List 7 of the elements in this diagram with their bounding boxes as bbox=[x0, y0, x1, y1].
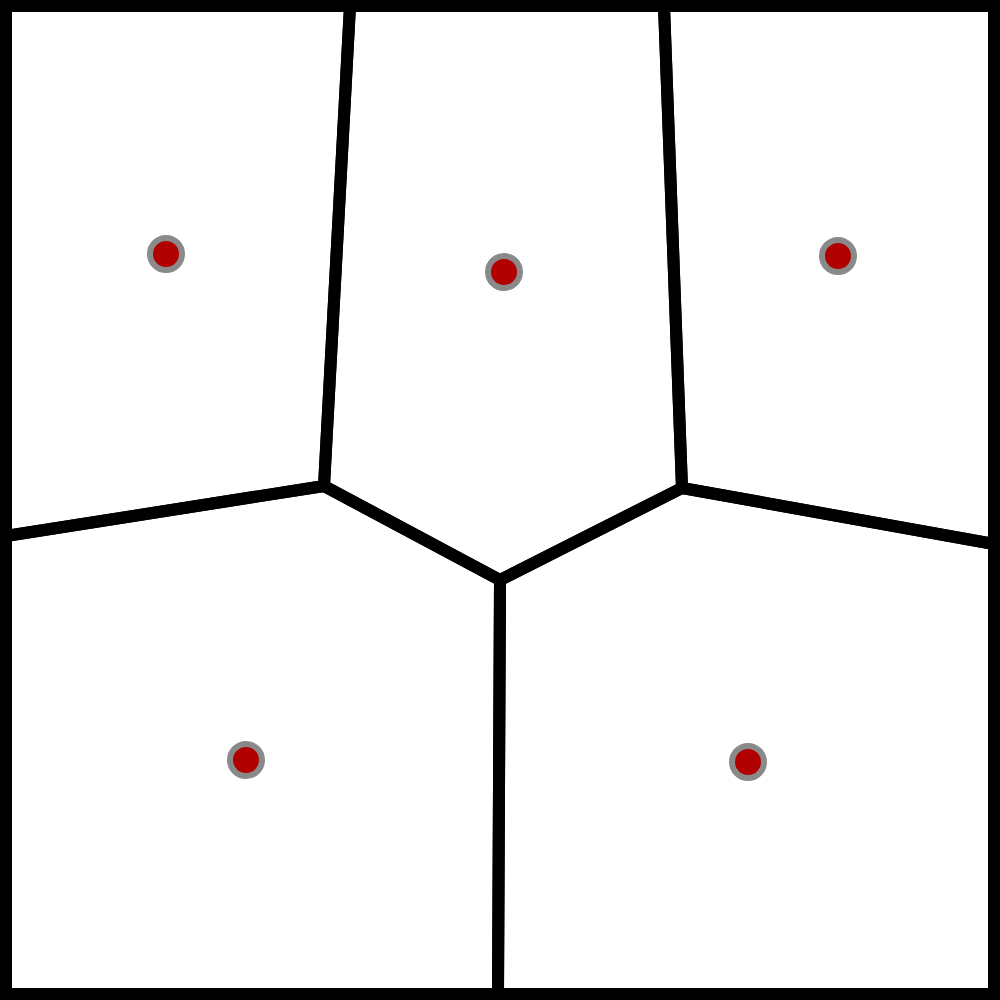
voronoi-cell bbox=[490, 480, 1000, 1000]
voronoi-cell bbox=[0, 478, 508, 1000]
point-marker-icon bbox=[226, 740, 266, 780]
point-marker-icon bbox=[728, 742, 768, 782]
point-marker-icon bbox=[818, 236, 858, 276]
point-marker-icon bbox=[484, 252, 524, 292]
point-marker-icon bbox=[146, 234, 186, 274]
